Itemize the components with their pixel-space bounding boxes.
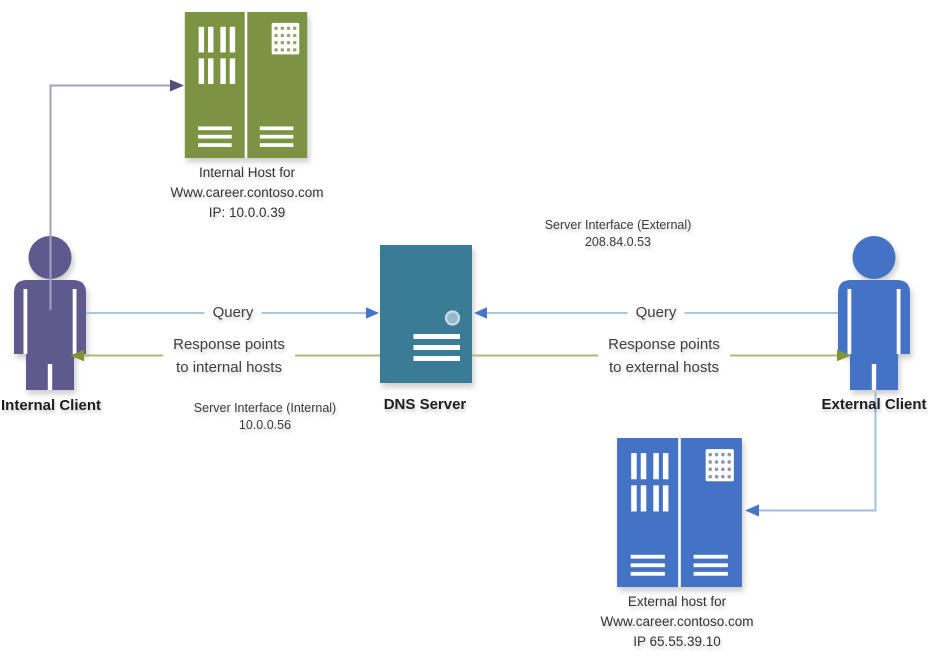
internal-response-line1: Response points: [173, 336, 285, 353]
rack-drive-slots: [198, 126, 294, 147]
rack-drive-slots: [630, 554, 728, 576]
person-head: [28, 236, 72, 279]
external-response-line2: to external hosts: [608, 358, 720, 376]
internal-host-caption-line3: IP: 10.0.0.39: [208, 205, 286, 220]
server-interface-external-annotation: Server Interface (External) 208.84.0.53: [545, 217, 692, 251]
external-query-label: Query: [627, 302, 685, 323]
internal-host-caption-line1: Internal Host for: [198, 165, 296, 180]
rack-vent-bars: [198, 26, 236, 85]
rack-divider: [678, 438, 681, 587]
external-client-label: External Client: [821, 396, 927, 413]
internal-host-server-rack-icon: [184, 12, 308, 158]
arrowhead-to-internal-host: [170, 79, 184, 92]
internal-client-label: Internal Client: [0, 397, 102, 414]
server-interface-external-line2: 208.84.0.53: [584, 235, 652, 249]
external-host-caption-line1: External host for: [627, 594, 727, 609]
server-interface-external-line1: Server Interface (External): [544, 218, 692, 232]
dns-server-tower-icon: [380, 245, 472, 383]
external-response-label: Response points to external hosts: [598, 333, 730, 380]
dns-server-label: DNS Server: [383, 396, 467, 413]
power-button: [444, 310, 461, 326]
external-host-server-rack-icon: [617, 438, 742, 587]
server-interface-internal-line2: 10.0.0.56: [238, 418, 292, 432]
rack-divider: [244, 12, 248, 158]
external-host-caption-line3: IP 65.55.39.10: [633, 634, 721, 649]
rack-port-panel: [271, 22, 300, 55]
arrowhead-internal-query: [366, 307, 379, 319]
external-host-caption: External host for Www.career.contoso.com…: [600, 592, 753, 652]
arrowhead-to-external-host: [745, 504, 759, 517]
rack-port-panel: [705, 449, 734, 482]
external-host-caption-line2: Www.career.contoso.com: [600, 614, 754, 629]
rack-vent-bars: [631, 453, 669, 512]
internal-client-person-icon: [14, 236, 86, 390]
tower-drive-slots: [413, 334, 460, 361]
server-interface-internal-line1: Server Interface (Internal): [193, 401, 337, 415]
internal-response-label: Response points to internal hosts: [163, 333, 295, 380]
person-head: [852, 236, 896, 279]
arrowhead-external-query: [474, 307, 487, 319]
person-torso: [838, 280, 910, 354]
external-client-person-icon: [838, 236, 910, 390]
rack-port-dots: [708, 452, 732, 479]
external-response-line1: Response points: [608, 336, 720, 353]
internal-host-caption: Internal Host for Www.career.contoso.com…: [170, 163, 323, 223]
internal-host-caption-line2: Www.career.contoso.com: [170, 185, 324, 200]
server-interface-internal-annotation: Server Interface (Internal) 10.0.0.56: [194, 400, 336, 434]
internal-response-line2: to internal hosts: [176, 358, 282, 376]
internal-query-label: Query: [204, 302, 262, 323]
rack-port-dots: [274, 26, 297, 52]
